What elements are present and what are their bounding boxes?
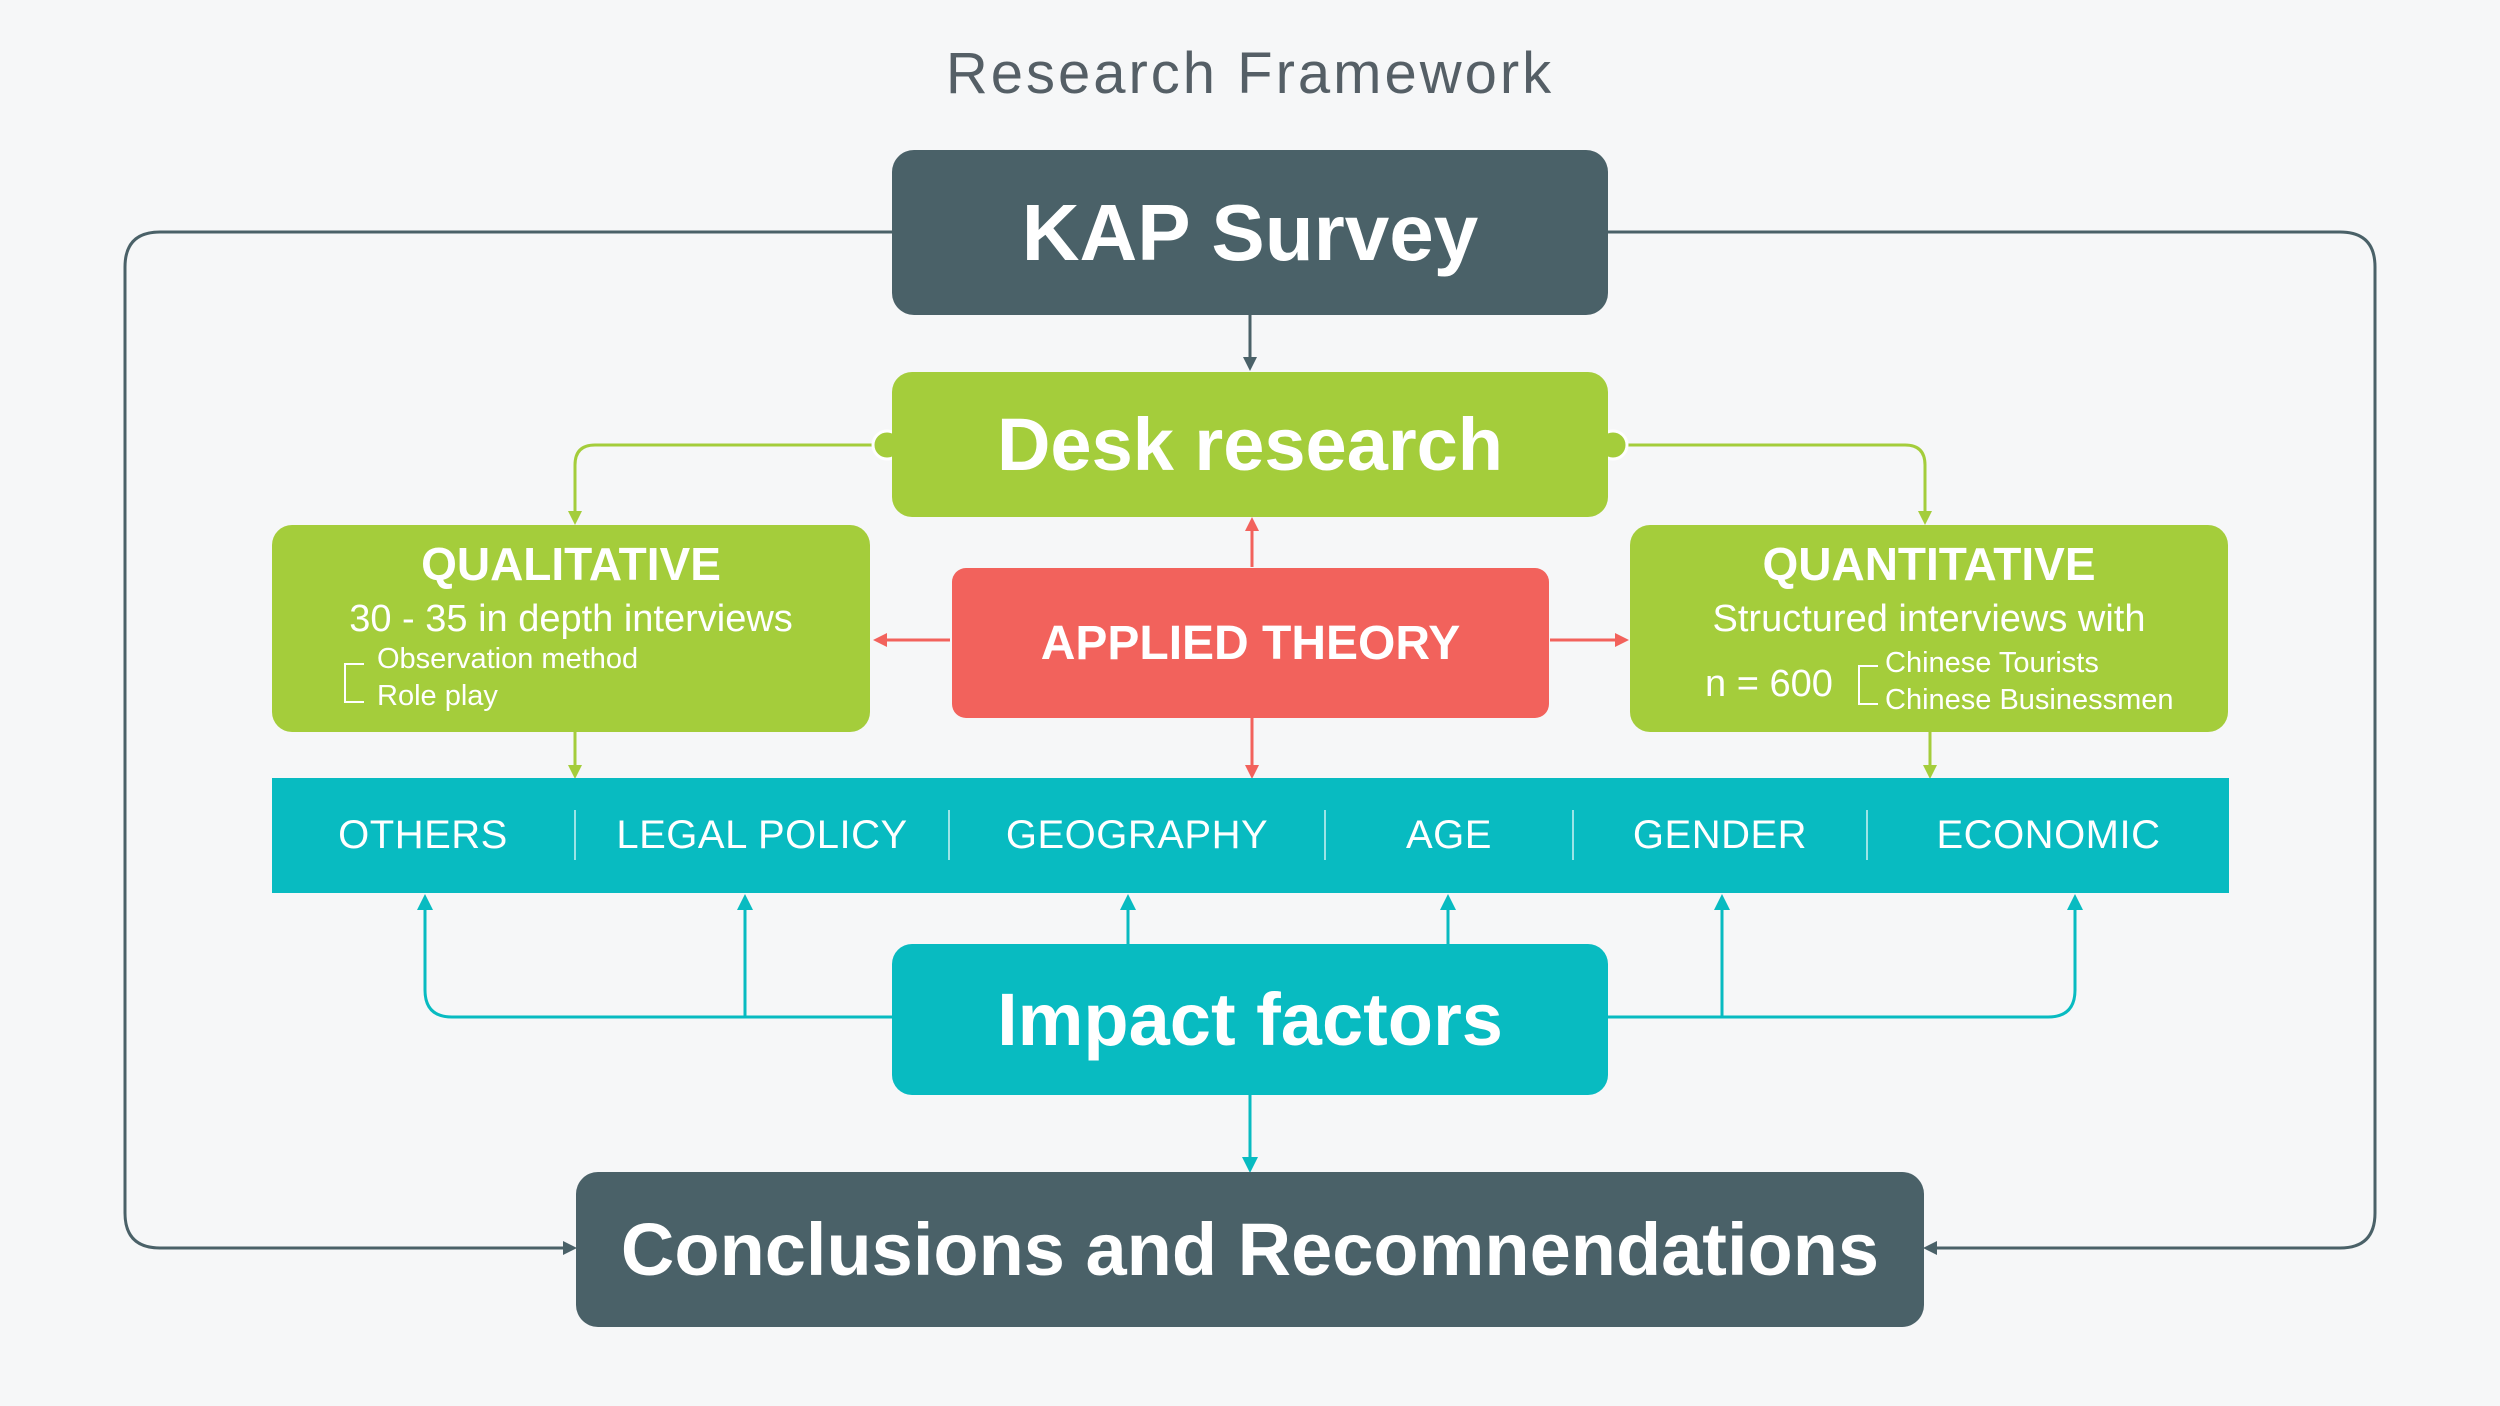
desk-research-label: Desk research: [996, 403, 1504, 486]
impact-to-others-connector: [417, 894, 892, 1019]
desk-research-box: Desk research: [892, 372, 1608, 517]
factor-divider: [1866, 810, 1868, 860]
factor-others: OTHERS: [338, 813, 508, 857]
qualitative-description: 30 - 35 in depth interviews: [349, 598, 793, 640]
quantitative-sample-size: n = 600: [1705, 663, 1833, 705]
factor-divider: [1324, 810, 1326, 860]
applied-theory-label: APPLIED THEORY: [1040, 616, 1461, 670]
quantitative-box: QUANTITATIVE Structured interviews with …: [1630, 525, 2228, 732]
loop-left-connector: [123, 230, 892, 1255]
conclusions-box: Conclusions and Recomnendations: [576, 1172, 1924, 1327]
qualitative-bracket: [344, 663, 364, 703]
quantitative-group-1: Chinese Tourists: [1885, 647, 2099, 679]
quantitative-heading: QUANTITATIVE: [1762, 538, 2096, 590]
kap-survey-box: KAP Survey: [892, 150, 1608, 315]
desk-to-qualitative-connector: [568, 443, 892, 525]
factor-divider: [948, 810, 950, 860]
page-title: Research Framework: [945, 41, 1555, 106]
qualitative-method-2: Role play: [377, 680, 498, 712]
desk-to-quantitative-connector: [1608, 443, 1932, 525]
quantitative-bracket: [1858, 665, 1878, 705]
factor-divider: [1572, 810, 1574, 860]
factor-legal-policy: LEGAL POLICY: [616, 813, 908, 857]
factor-economic: ECONOMIC: [1936, 813, 2161, 857]
qualitative-method-1: Observation method: [377, 643, 639, 675]
qualitative-box: QUALITATIVE 30 - 35 in depth interviews …: [272, 525, 870, 732]
applied-theory-box: APPLIED THEORY: [952, 568, 1549, 718]
impact-factors-box: Impact factors: [892, 944, 1608, 1095]
loop-right-connector: [1608, 230, 2377, 1255]
impact-to-economic-connector: [1608, 894, 2083, 1019]
qualitative-heading: QUALITATIVE: [421, 538, 721, 590]
factor-geography: GEOGRAPHY: [1005, 813, 1269, 857]
factor-age: AGE: [1406, 813, 1492, 857]
impact-factor-band: OTHERS LEGAL POLICY GEOGRAPHY AGE GENDER…: [272, 778, 2229, 893]
quantitative-group-2: Chinese Businessmen: [1885, 684, 2174, 716]
factor-divider: [574, 810, 576, 860]
impact-factors-label: Impact factors: [997, 978, 1503, 1061]
factor-gender: GENDER: [1632, 813, 1808, 857]
conclusions-label: Conclusions and Recomnendations: [620, 1208, 1880, 1291]
kap-survey-label: KAP Survey: [1021, 187, 1479, 277]
quantitative-description: Structured interviews with: [1712, 598, 2146, 640]
